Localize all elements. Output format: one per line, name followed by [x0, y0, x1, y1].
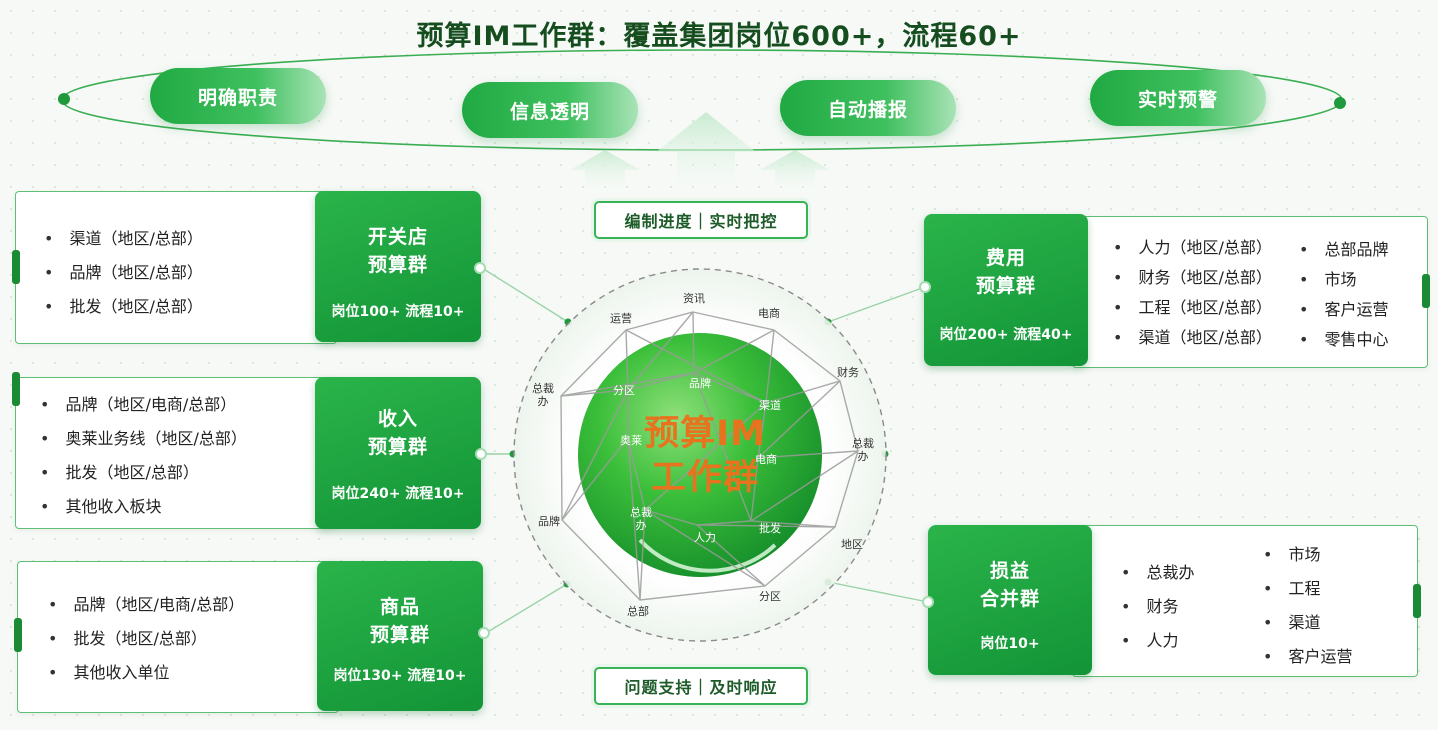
list-item: 零售中心 — [1299, 323, 1388, 357]
list-item: 其他收入板块 — [40, 490, 336, 524]
group-name: 损益 — [989, 560, 1030, 582]
list-item: 批发（地区/总部） — [48, 622, 338, 656]
group-name: 商品 — [379, 596, 420, 618]
group-stats: 岗位100+ 流程10+ — [331, 304, 465, 320]
list-item: 工程 — [1263, 572, 1352, 606]
group-name: 预算群 — [367, 436, 428, 458]
hub-inner-label: 人力 — [694, 531, 716, 544]
list-item: 品牌（地区/总部） — [44, 256, 336, 290]
hub-outer-label: 品牌 — [538, 515, 560, 528]
hub-sphere — [578, 333, 822, 577]
list-item: 客户运营 — [1299, 293, 1388, 327]
hub-inner-label: 奥莱 — [620, 434, 642, 447]
connector-node — [478, 627, 490, 639]
connector-node — [475, 448, 487, 460]
connector-node — [922, 596, 934, 608]
panel-feiyong-items: 人力（地区/总部） 财务（地区/总部） 工程（地区/总部） 渠道（地区/总部） … — [1072, 216, 1428, 368]
hub-inner-label: 总裁办 — [630, 506, 652, 532]
list-item: 市场 — [1299, 263, 1388, 297]
group-feiyong: 费用 预算群 岗位200+ 流程40+ — [924, 214, 1088, 366]
list-item: 批发（地区/总部） — [44, 290, 336, 324]
hub-outer-label: 电商 — [758, 307, 780, 320]
hub-title-line1: 预算IM — [644, 414, 766, 454]
pill-clear-duties: 明确职责 — [150, 68, 326, 124]
tag-progress-control: 编制进度｜实时把控 — [594, 201, 808, 239]
orbit-right-dot — [1334, 97, 1346, 109]
hub-inner-label: 电商 — [755, 453, 777, 466]
panel-tab — [12, 250, 20, 284]
hub-title: 预算IM 工作群 — [600, 412, 810, 500]
upward-arrows — [570, 112, 830, 190]
hub-outer-label: 地区 — [841, 538, 863, 551]
group-name: 合并群 — [979, 588, 1040, 610]
hub-inner-label: 品牌 — [689, 377, 711, 390]
connector-node — [474, 262, 486, 274]
group-name: 预算群 — [975, 275, 1036, 297]
list-item: 人力（地区/总部） — [1113, 231, 1271, 265]
list-item: 渠道 — [1263, 606, 1352, 640]
list-item: 其他收入单位 — [48, 656, 338, 690]
list-item: 批发（地区/总部） — [40, 456, 336, 490]
list-item: 品牌（地区/电商/总部） — [48, 588, 338, 622]
tag-support-response: 问题支持｜及时响应 — [594, 667, 808, 705]
group-stats: 岗位130+ 流程10+ — [333, 668, 467, 684]
hub-outer-label: 分区 — [759, 590, 781, 603]
pill-realtime-alert: 实时预警 — [1090, 70, 1266, 126]
pill-info-transparency: 信息透明 — [462, 82, 638, 138]
hub-highlight — [638, 538, 777, 573]
hub-inner-label: 渠道 — [759, 399, 781, 412]
group-stats: 岗位10+ — [980, 636, 1040, 652]
panel-tab — [1413, 584, 1421, 618]
panel-tab — [1422, 274, 1430, 308]
list-item: 人力 — [1121, 624, 1194, 658]
hub-outer-label: 总部 — [627, 605, 649, 618]
pill-auto-broadcast: 自动播报 — [780, 80, 956, 136]
list-item: 总裁办 — [1121, 556, 1194, 590]
group-name: 费用 — [985, 247, 1026, 269]
group-name: 预算群 — [369, 624, 430, 646]
group-name: 开关店 — [367, 226, 428, 248]
list-item: 渠道（地区/总部） — [44, 222, 336, 256]
connector-node — [919, 281, 931, 293]
hub-network — [560, 311, 859, 601]
list-item: 工程（地区/总部） — [1113, 291, 1271, 325]
hub-outer-label: 总裁办 — [532, 382, 554, 408]
orbit-left-dot — [58, 93, 70, 105]
list-item: 财务（地区/总部） — [1113, 261, 1271, 295]
hub-title-line2: 工作群 — [650, 458, 759, 498]
hub-outer-label: 资讯 — [683, 292, 705, 305]
list-item: 奥莱业务线（地区/总部） — [40, 422, 336, 456]
hub-outer-label: 财务 — [837, 366, 859, 379]
list-item: 总部品牌 — [1299, 233, 1388, 267]
panel-kaiguan-items: 渠道（地区/总部） 品牌（地区/总部） 批发（地区/总部） — [15, 191, 337, 344]
hub-outer-label: 总裁办 — [852, 437, 874, 463]
list-item: 客户运营 — [1263, 640, 1352, 674]
group-shangpin: 商品 预算群 岗位130+ 流程10+ — [317, 561, 483, 711]
group-sunyi: 损益 合并群 岗位10+ — [928, 525, 1092, 675]
group-kaiguan: 开关店 预算群 岗位100+ 流程10+ — [315, 191, 481, 342]
group-name: 预算群 — [367, 254, 428, 276]
group-stats: 岗位200+ 流程40+ — [939, 327, 1073, 343]
panel-tab — [14, 618, 22, 652]
group-name: 收入 — [377, 408, 418, 430]
list-item: 财务 — [1121, 590, 1194, 624]
group-shouru: 收入 预算群 岗位240+ 流程10+ — [315, 377, 481, 529]
panel-shouru-items: 品牌（地区/电商/总部） 奥莱业务线（地区/总部） 批发（地区/总部） 其他收入… — [15, 377, 337, 529]
list-item: 市场 — [1263, 538, 1352, 572]
list-item: 品牌（地区/电商/总部） — [40, 388, 336, 422]
hub-inner-label: 批发 — [759, 522, 781, 535]
group-stats: 岗位240+ 流程10+ — [331, 486, 465, 502]
panel-tab — [12, 372, 20, 406]
panel-sunyi-items: 总裁办 财务 人力 市场 工程 渠道 客户运营 — [1072, 525, 1418, 677]
page-title: 预算IM工作群：覆盖集团岗位600+，流程60+ — [416, 21, 1022, 52]
hub-outer-label: 运营 — [610, 312, 632, 325]
hub-inner-label: 分区 — [613, 384, 635, 397]
list-item: 渠道（地区/总部） — [1113, 321, 1271, 355]
connector-lines — [481, 267, 929, 634]
panel-shangpin-items: 品牌（地区/电商/总部） 批发（地区/总部） 其他收入单位 — [17, 561, 339, 713]
